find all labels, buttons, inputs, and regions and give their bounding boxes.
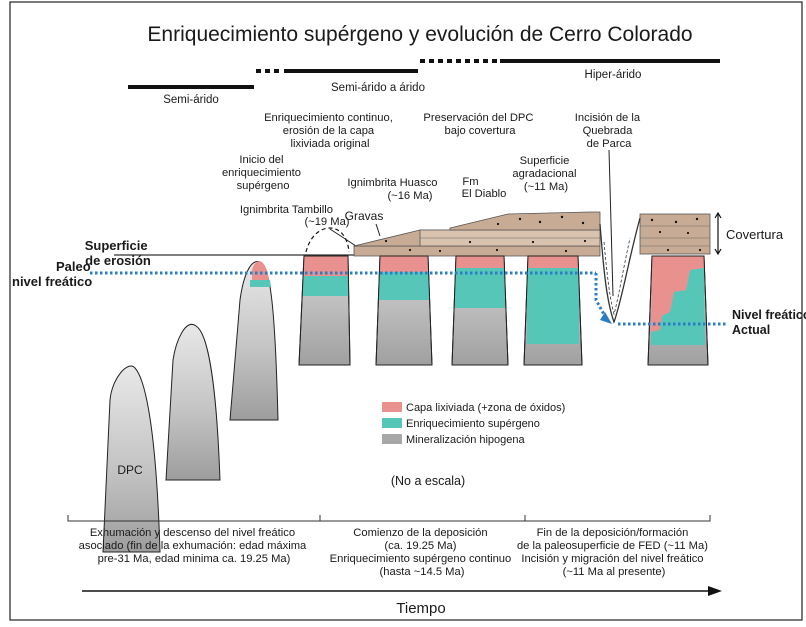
figure-frame xyxy=(9,1,803,621)
leader-lines xyxy=(329,149,614,297)
water-table-migration-arrowhead xyxy=(600,312,612,324)
legend-swatch-hypogene xyxy=(382,434,402,444)
dpc-5-leached xyxy=(380,256,428,272)
annotation-tambillo: Ignimbrita Tambillo (~19 Ma) xyxy=(240,204,350,228)
legend: Capa lixiviada (+zona de óxidos) Enrique… xyxy=(382,402,565,446)
dpc-6-enriched xyxy=(455,268,505,308)
leader-tambillo xyxy=(329,228,357,247)
dpc-3-enriched xyxy=(250,280,271,287)
water-table-migration xyxy=(594,273,608,319)
covertura-block: Covertura xyxy=(639,211,784,256)
legend-label-enriched: Enriquecimiento supérgeno xyxy=(406,418,540,430)
annotation-fm-diablo: Fm El Diablo xyxy=(462,176,507,200)
annotation-huasco: Ignimbrita Huasco (~16 Ma) xyxy=(347,177,440,202)
annotation-superficie-agradacional: Superficie agradacional (~11 Ma) xyxy=(512,155,579,193)
climate-timeline: Semi-árido Semi-árido a árido Hiper-árid… xyxy=(128,59,720,106)
legend-swatch-enriched xyxy=(382,418,402,428)
covertura-rect xyxy=(639,213,711,255)
phase-3-text: Fin de la deposición/formación de la pal… xyxy=(517,527,711,578)
dpc-4-leached xyxy=(304,256,348,276)
dpc-8-enriched xyxy=(651,268,705,345)
dpc-column-2 xyxy=(165,323,221,481)
phase-descriptions: Exhumación y descenso del nivel freático… xyxy=(79,527,711,578)
label-covertura: Covertura xyxy=(726,227,784,242)
diagram-title: Enriquecimiento supérgeno y evolución de… xyxy=(147,23,692,46)
dpc-column-4-outline xyxy=(298,255,351,366)
dpc-6-leached xyxy=(456,256,504,268)
cover-gravas xyxy=(353,245,601,257)
label-superficie-erosion: Superficie de erosión xyxy=(85,238,151,268)
dpc-3-leached xyxy=(252,261,269,280)
dpc-7-leached xyxy=(528,256,578,268)
climate-label-semi-arido: Semi-árido xyxy=(163,94,219,106)
legend-label-leached: Capa lixiviada (+zona de óxidos) xyxy=(406,402,565,414)
annotation-preservacion: Preservación del DPC bajo covertura xyxy=(423,112,536,137)
annotation-enriquecimiento-continuo: Enriquecimiento continuo, erosión de la … xyxy=(264,112,396,150)
climate-label-hiper-arido: Hiper-árido xyxy=(585,69,642,81)
label-nivel-actual: Nivel freático Actual xyxy=(732,308,806,337)
stage-annotations: Enriquecimiento continuo, erosión de la … xyxy=(222,112,643,228)
annotation-incision: Incisión de la Quebrada de Parca xyxy=(575,112,643,150)
phase-2-text: Comienzo de la deposición (ca. 19.25 Ma)… xyxy=(330,527,515,578)
porphyry-columns xyxy=(102,255,709,553)
climate-label-semi-arido-a-arido: Semi-árido a árido xyxy=(331,82,425,94)
leader-gravas xyxy=(375,223,381,237)
legend-label-hypogene: Mineralización hipogena xyxy=(406,434,526,446)
dpc-column-1 xyxy=(102,365,161,553)
legend-swatch-leached xyxy=(382,402,402,412)
valley-incision xyxy=(599,217,641,324)
label-no-escala: (No a escala) xyxy=(391,474,465,488)
dpc-7-enriched xyxy=(527,268,579,344)
phase-bracket-line xyxy=(67,515,711,522)
cover-sequence xyxy=(353,211,601,257)
label-paleo-nivel: Paleo nivel freático xyxy=(12,259,94,289)
label-tiempo: Tiempo xyxy=(396,600,445,617)
cover-fm-el-diablo xyxy=(449,211,601,231)
annotation-inicio: Inicio del enriquecimiento supérgeno xyxy=(222,154,304,192)
phase-1-text: Exhumación y descenso del nivel freático… xyxy=(79,527,310,565)
dpc-8-leached xyxy=(651,256,704,332)
dpc-5-enriched xyxy=(379,272,429,300)
annotation-gravas: Gravas xyxy=(345,209,384,223)
leader-incision xyxy=(608,149,614,297)
time-arrowhead xyxy=(708,586,722,596)
cover-dots xyxy=(384,215,587,253)
label-dpc: DPC xyxy=(117,463,143,477)
phase-brackets xyxy=(67,515,711,522)
dpc-4-enriched xyxy=(303,276,349,296)
tambillo-eroded-profile xyxy=(305,227,350,253)
valley-inner xyxy=(603,237,631,316)
